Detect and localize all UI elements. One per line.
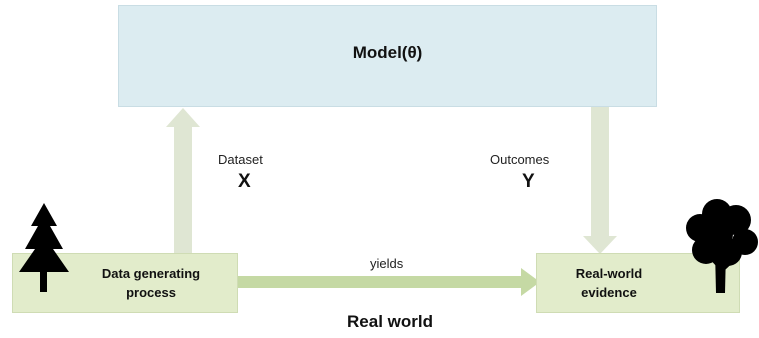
real-world-label: Real world [347, 312, 433, 331]
data-generating-process-line1: Data generating [101, 266, 201, 281]
dataset-label: Dataset [218, 152, 263, 167]
model-label: Model(θ) [352, 43, 423, 62]
real-world-evidence-line1: Real-world [575, 266, 643, 281]
outcomes-variable: Y [522, 171, 535, 192]
yields-arrow [237, 268, 540, 296]
dataset-variable: X [238, 171, 251, 192]
outcomes-label: Outcomes [490, 152, 550, 167]
model-box: Model(θ) [118, 5, 657, 107]
data-generating-process-line2: process [126, 285, 176, 300]
real-world-evidence-box: Real-world evidence [536, 253, 740, 313]
real-world-evidence-line2: evidence [581, 285, 637, 300]
yields-label: yields [370, 256, 404, 271]
outcomes-arrow [583, 107, 617, 254]
data-generating-process-box: Data generating process [12, 253, 238, 313]
dataset-arrow [166, 108, 200, 254]
